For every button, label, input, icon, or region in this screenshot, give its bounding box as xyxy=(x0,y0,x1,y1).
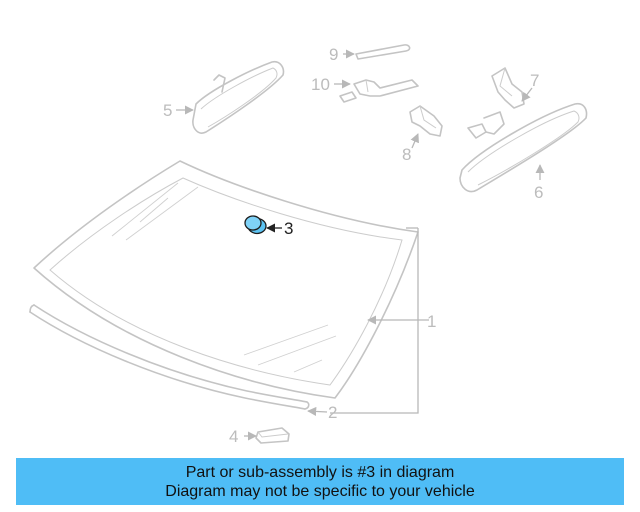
callout-6: 6 xyxy=(534,183,543,202)
leader-lines xyxy=(176,49,545,441)
part-7-bracket xyxy=(491,67,525,109)
windshield-moulding xyxy=(29,304,310,410)
callout-3: 3 xyxy=(284,219,293,238)
callout-1: 1 xyxy=(427,312,436,331)
part-9-rod xyxy=(355,44,411,60)
banner-line-part-number: Part or sub-assembly is #3 in diagram xyxy=(185,463,455,481)
info-banner: Part or sub-assembly is #3 in diagram Di… xyxy=(16,458,624,505)
callout-5: 5 xyxy=(163,101,172,120)
callout-10: 10 xyxy=(311,75,330,94)
callout-4: 4 xyxy=(229,427,238,446)
callout-2: 2 xyxy=(328,403,337,422)
windshield-glass xyxy=(33,160,419,399)
rearview-mirror-right xyxy=(459,102,588,193)
banner-line-disclaimer: Diagram may not be specific to your vehi… xyxy=(165,482,475,500)
callout-numbers: 1 2 3 4 5 6 7 8 9 10 xyxy=(163,45,543,446)
callout-9: 9 xyxy=(329,45,338,64)
part-3-highlighted[interactable] xyxy=(244,215,267,235)
rearview-mirror-left xyxy=(192,60,285,134)
part-10-sensor xyxy=(339,79,419,103)
part-4-block xyxy=(255,427,290,444)
part-8-clip xyxy=(409,105,443,137)
callout-7: 7 xyxy=(530,71,539,90)
callout-8: 8 xyxy=(402,145,411,164)
